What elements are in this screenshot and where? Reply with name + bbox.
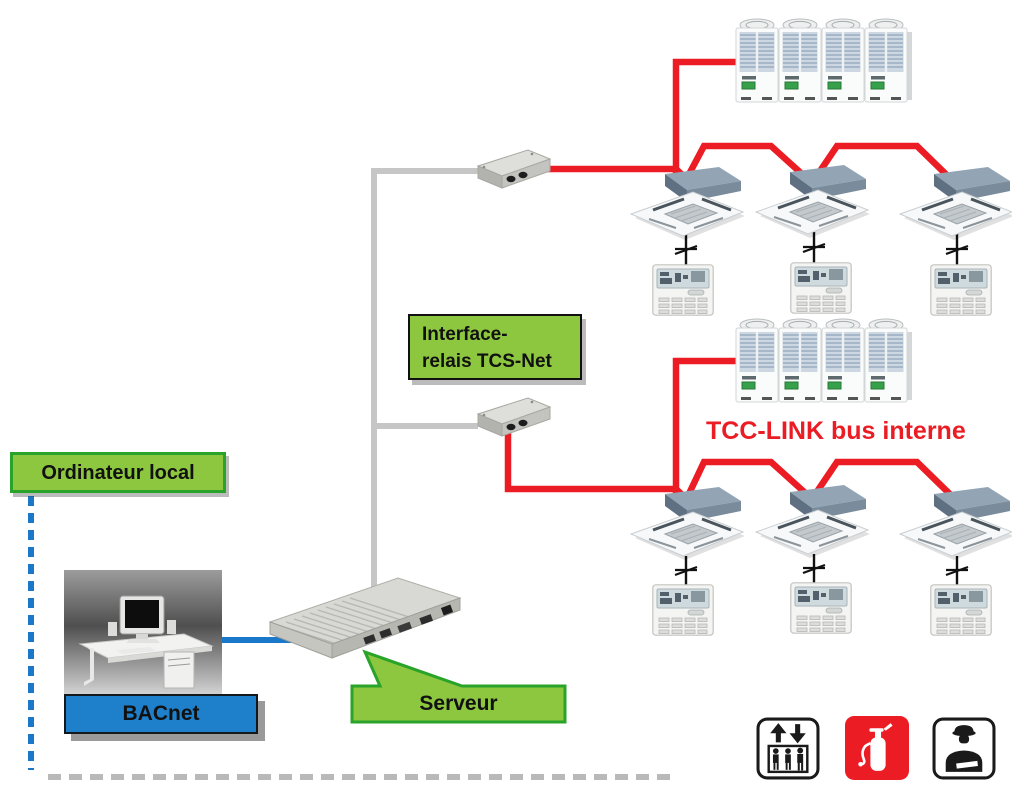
bacnet-label: BACnet bbox=[64, 694, 258, 734]
outdoor-unit-group-2 bbox=[736, 319, 912, 402]
server-device bbox=[269, 577, 461, 659]
indoor-cassette-2 bbox=[754, 163, 872, 240]
local-computer-photo bbox=[64, 570, 222, 694]
remote-controller-5 bbox=[790, 582, 852, 634]
remote-controller-1 bbox=[652, 264, 714, 316]
tcs-net-relay-interface-1 bbox=[477, 149, 551, 189]
tcs-net-relay-interface-2 bbox=[477, 397, 551, 437]
local-computer-label: Ordinateur local bbox=[10, 452, 226, 493]
server-callout-label: Serveur bbox=[419, 692, 498, 715]
server-callout-shape bbox=[350, 649, 567, 724]
security-guard-icon bbox=[932, 717, 996, 780]
indoor-cassette-5 bbox=[754, 483, 872, 560]
elevator-icon bbox=[756, 717, 820, 780]
relay-interface-label-line2: relais TCS-Net bbox=[422, 350, 552, 372]
relay-interface-label: Interface- relais TCS-Net bbox=[408, 314, 582, 380]
remote-controller-2 bbox=[790, 262, 852, 314]
tcs-net-bus-lines bbox=[371, 168, 478, 592]
indoor-cassette-6 bbox=[898, 485, 1012, 562]
outdoor-unit-group-1 bbox=[736, 19, 912, 102]
indoor-cassette-3 bbox=[898, 165, 1012, 242]
remote-controller-3 bbox=[930, 264, 992, 316]
fire-extinguisher-icon bbox=[845, 716, 909, 780]
remote-controller-6 bbox=[930, 584, 992, 636]
indoor-cassette-4 bbox=[629, 485, 747, 562]
relay-interface-label-line1: Interface- bbox=[422, 324, 508, 345]
wire-junction-marks bbox=[674, 242, 969, 577]
indoor-cassette-1 bbox=[629, 165, 747, 242]
remote-controller-4 bbox=[652, 584, 714, 636]
tcc-link-bus-label: TCC-LINK bus interne bbox=[706, 417, 966, 445]
